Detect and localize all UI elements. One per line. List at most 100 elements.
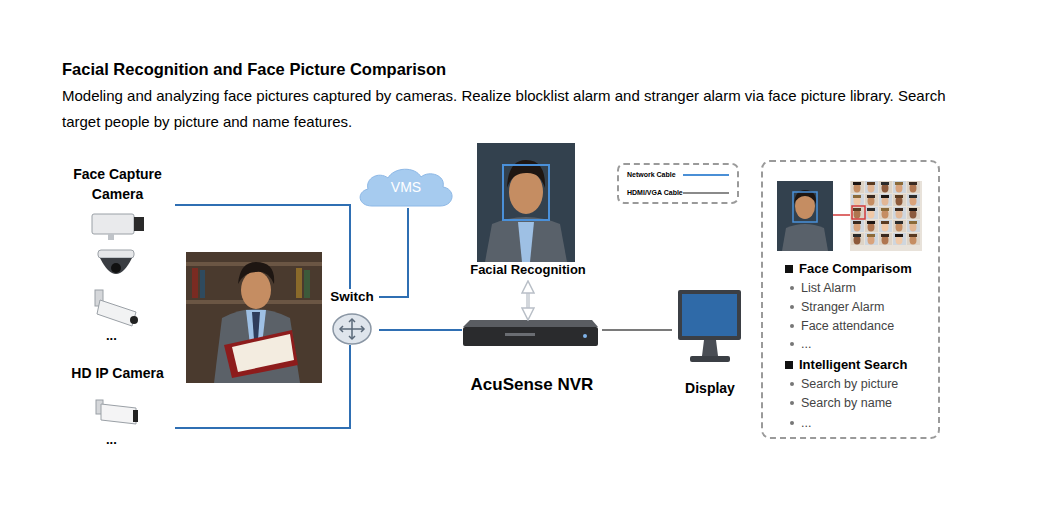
camera-body: [101, 404, 136, 424]
node-text: ...: [106, 328, 136, 344]
book-spine: [200, 270, 205, 298]
legend-box: Network CableHDMI/VGA Cable: [617, 163, 739, 204]
face-tile: [879, 220, 892, 232]
match-line: [833, 214, 852, 216]
hair: [853, 221, 861, 224]
face-tile: [851, 181, 864, 193]
node-label: HD IP Camera: [60, 363, 175, 383]
node-label: Switch: [315, 289, 389, 305]
face-tile: [865, 233, 878, 245]
face-tile: [879, 233, 892, 245]
face-tile: [865, 181, 878, 193]
diagram-caption: Modeling and analyzing face pictures cap…: [62, 83, 947, 135]
camera-group: HD IP Camera...: [60, 362, 175, 455]
dot-bullet: [790, 401, 794, 405]
comparison-images: [777, 181, 922, 251]
recognition-node: Facial Recognition: [458, 143, 598, 283]
hair: [895, 208, 903, 211]
hair: [881, 182, 889, 185]
legend-line-sample: [683, 174, 729, 176]
node-text: ...: [801, 336, 937, 352]
node-label: Display: [662, 379, 758, 397]
monitor-frame: [678, 290, 741, 340]
node-label: VMS: [354, 179, 458, 195]
face-tile: [879, 181, 892, 193]
node-text: ...: [106, 432, 136, 448]
connector: [379, 208, 408, 297]
dome-lens: [111, 263, 121, 273]
monitor-base: [690, 356, 730, 362]
vms-cloud: VMS: [354, 166, 458, 208]
hair: [853, 208, 861, 211]
face-tile: [851, 194, 864, 206]
switch-arrows: [340, 319, 364, 339]
hair: [895, 234, 903, 237]
legend-line-sample: [683, 192, 729, 194]
legend-text: Network Cable: [627, 170, 676, 179]
hair: [853, 234, 861, 237]
node-label: AcuSense NVR: [452, 375, 612, 395]
face-tile: [865, 207, 878, 219]
switch-node: Switch: [325, 289, 379, 345]
hair: [909, 234, 917, 237]
camera-body: [92, 214, 134, 234]
hair: [853, 182, 861, 185]
face-tile: [851, 233, 864, 245]
node-text: Search by picture: [801, 376, 937, 392]
camera-body: [97, 300, 136, 326]
face-tile: [907, 194, 920, 206]
hair: [881, 208, 889, 211]
node-text: List Alarm: [801, 280, 937, 296]
nvr-front: [463, 327, 598, 346]
hair: [881, 221, 889, 224]
face-tile: [893, 207, 906, 219]
hair: [881, 234, 889, 237]
face-tile: [879, 194, 892, 206]
detection-frame: [793, 192, 817, 222]
hair: [867, 195, 875, 198]
switch-arrowheads: [340, 319, 364, 339]
suit: [214, 309, 300, 383]
dot-bullet: [790, 324, 794, 328]
switch-body: [333, 314, 371, 344]
face-tile: [893, 220, 906, 232]
face-tile: [893, 194, 906, 206]
dot-bullet: [790, 421, 794, 425]
hair: [238, 262, 274, 284]
monitor-screen: [682, 294, 737, 336]
camera-lens: [130, 316, 138, 324]
face-grid: [851, 181, 920, 245]
hair: [867, 208, 875, 211]
face-tile: [907, 220, 920, 232]
hair: [909, 208, 917, 211]
node-label: Face Comparisom: [799, 261, 937, 277]
book: [224, 330, 298, 378]
nvr-slot: [505, 333, 535, 336]
nvr-led: [583, 334, 587, 338]
camera-lens: [134, 217, 144, 231]
square-bullet: [785, 265, 793, 273]
face-tile: [865, 220, 878, 232]
face: [241, 271, 271, 309]
book-pages: [232, 334, 294, 372]
dome-base: [98, 250, 134, 258]
face-thumbnail: [777, 181, 833, 251]
detection-frame: [503, 165, 549, 220]
face-photo: [477, 143, 575, 262]
square-bullet: [785, 361, 793, 369]
face-tile: [879, 207, 892, 219]
monitor-neck: [702, 340, 718, 356]
hair: [895, 182, 903, 185]
book-spine: [296, 268, 302, 298]
person-photo: [186, 252, 322, 383]
suit: [485, 217, 567, 262]
node-text: Intelligent Search: [799, 357, 937, 373]
connector: [379, 329, 462, 331]
hair: [895, 195, 903, 198]
photo-background: [186, 252, 322, 383]
node-text: Face attendance: [801, 318, 937, 334]
dot-bullet: [790, 286, 794, 290]
hair: [867, 182, 875, 185]
box-camera: [92, 214, 144, 240]
